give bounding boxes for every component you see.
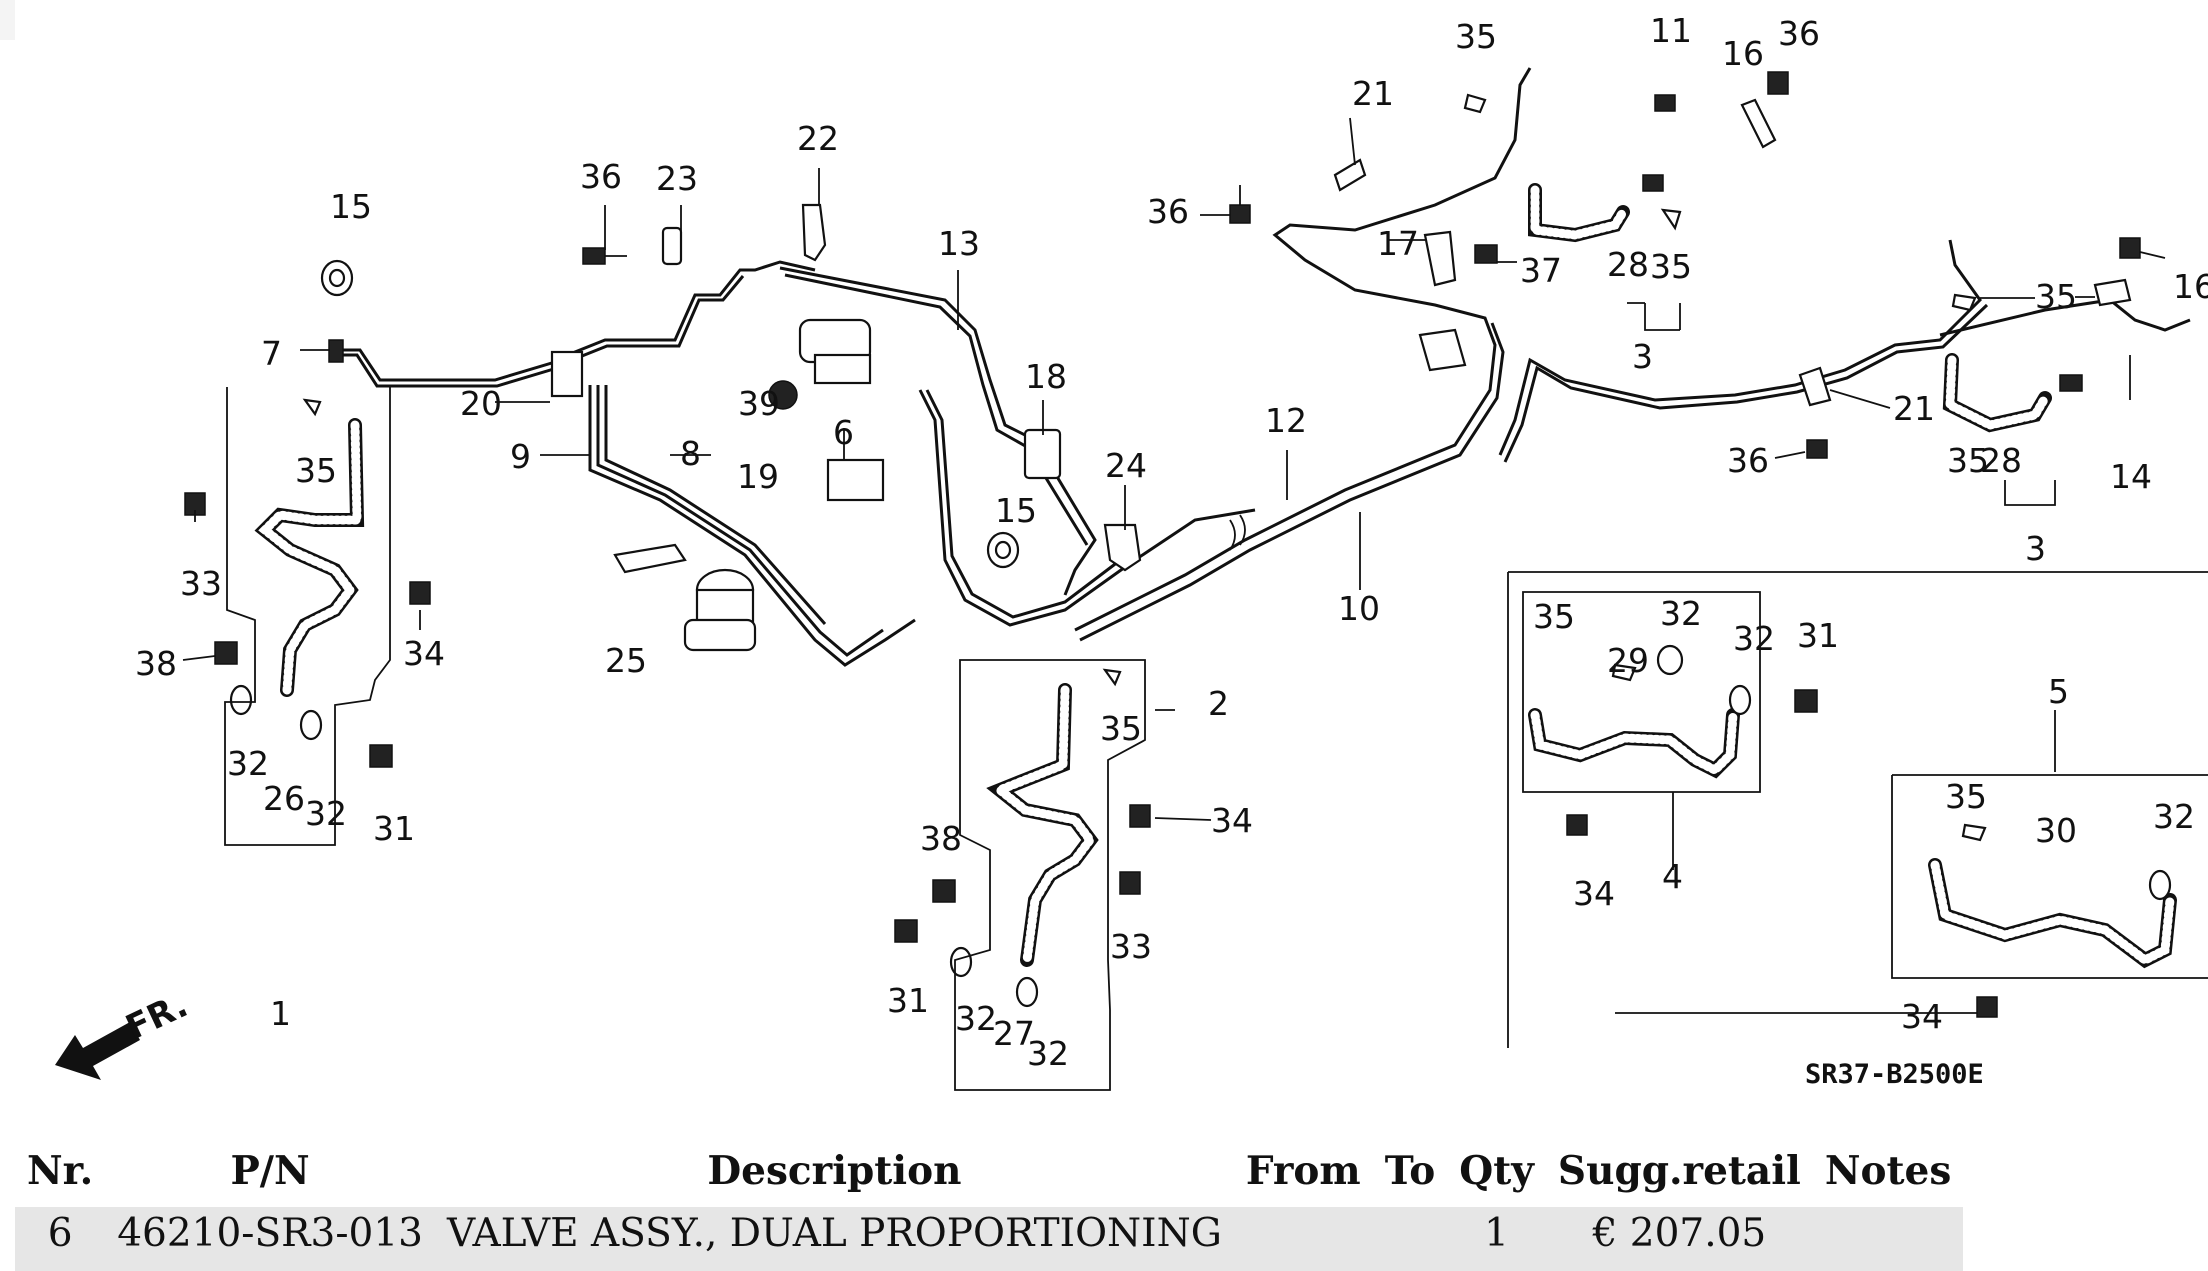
callout-number[interactable]: 22: [797, 119, 839, 158]
cell-nr: 6: [15, 1207, 106, 1271]
callout-number[interactable]: 31: [887, 981, 929, 1020]
cell-qty: 1: [1447, 1207, 1546, 1271]
callout-number[interactable]: 34: [1211, 801, 1253, 840]
callout-number[interactable]: 35: [1947, 441, 1989, 480]
callout-number[interactable]: 35: [1945, 777, 1987, 816]
callout-number[interactable]: 16: [1722, 34, 1764, 73]
cell-notes: [1812, 1207, 1964, 1271]
col-pn-header[interactable]: P/N: [230, 1148, 310, 1194]
callout-number[interactable]: 6: [833, 413, 854, 452]
callout-number[interactable]: 35: [295, 451, 337, 490]
parts-diagram: FR. SR37-B2500E 1 2 3 3 4 5 6 7 8 9 10 1…: [15, 0, 2208, 1110]
callout-number[interactable]: 32: [227, 744, 269, 783]
callout-number[interactable]: 35: [1650, 247, 1692, 286]
callout-number[interactable]: 34: [1901, 997, 1943, 1036]
callout-number[interactable]: 34: [403, 634, 445, 673]
callout-number[interactable]: 29: [1607, 641, 1649, 680]
callout-number[interactable]: 32: [1660, 594, 1702, 633]
callout-number[interactable]: 3: [1632, 337, 1653, 376]
callout-number[interactable]: 17: [1377, 224, 1419, 263]
callout-number[interactable]: 35: [1100, 709, 1142, 748]
parts-shapes: [184, 71, 2177, 1018]
callout-number[interactable]: 36: [1727, 441, 1769, 480]
diagram-code: SR37-B2500E: [1805, 1059, 1984, 1090]
callout-number[interactable]: 14: [2110, 457, 2152, 496]
table-row[interactable]: 6 46210-SR3-013 VALVE ASSY., DUAL PROPOR…: [15, 1207, 1964, 1271]
table-header-row: Nr. P/N Description From To Qty Sugg.ret…: [15, 1135, 1963, 1207]
callout-number[interactable]: 33: [180, 564, 222, 603]
callout-number[interactable]: 1: [270, 994, 291, 1033]
callout-number[interactable]: 36: [580, 157, 622, 196]
col-qty-header[interactable]: Qty: [1459, 1148, 1534, 1194]
callout-number[interactable]: 10: [1338, 589, 1380, 628]
callout-number[interactable]: 39: [738, 384, 780, 423]
cell-from: [1233, 1207, 1373, 1271]
callout-number[interactable]: 32: [955, 999, 997, 1038]
parts-table: Nr. P/N Description From To Qty Sugg.ret…: [15, 1135, 1964, 1271]
col-description-header[interactable]: Description: [707, 1148, 962, 1194]
callout-number[interactable]: 19: [737, 457, 779, 496]
callout-number[interactable]: 15: [330, 187, 372, 226]
callout-number[interactable]: 21: [1352, 74, 1394, 113]
callout-number[interactable]: 20: [460, 384, 502, 423]
callout-number[interactable]: 26: [263, 779, 305, 818]
callout-number[interactable]: 25: [605, 641, 647, 680]
callout-labels: 1 2 3 3 4 5 6 7 8 9 10 11 12 13 14 15 15…: [135, 11, 2208, 1073]
cell-to: [1372, 1207, 1448, 1271]
callout-number[interactable]: 23: [656, 159, 698, 198]
callout-number[interactable]: 3: [2025, 529, 2046, 568]
col-from-header[interactable]: From: [1245, 1148, 1361, 1194]
col-price-header[interactable]: Sugg.retail: [1557, 1148, 1801, 1194]
cell-description: VALVE ASSY., DUAL PROPORTIONING: [434, 1207, 1234, 1271]
callout-number[interactable]: 27: [993, 1014, 1035, 1053]
callout-number[interactable]: 9: [510, 437, 531, 476]
callout-number[interactable]: 31: [1797, 616, 1839, 655]
callout-number[interactable]: 38: [135, 644, 177, 683]
callout-number[interactable]: 33: [1110, 927, 1152, 966]
callout-number[interactable]: 12: [1265, 401, 1307, 440]
callout-number[interactable]: 32: [1027, 1034, 1069, 1073]
callout-number[interactable]: 32: [1733, 619, 1775, 658]
callout-number[interactable]: 31: [373, 809, 415, 848]
callout-number[interactable]: 21: [1893, 389, 1935, 428]
leader-lines: [182, 117, 2166, 1014]
callout-number[interactable]: 32: [2153, 797, 2195, 836]
callout-number[interactable]: 32: [305, 794, 347, 833]
callout-number[interactable]: 16: [2173, 267, 2208, 306]
callout-number[interactable]: 13: [938, 224, 980, 263]
callout-number[interactable]: 4: [1662, 857, 1683, 896]
callout-number[interactable]: 36: [1778, 14, 1820, 53]
callout-number[interactable]: 38: [920, 819, 962, 858]
callout-number[interactable]: 35: [1455, 17, 1497, 56]
callout-number[interactable]: 24: [1105, 446, 1147, 485]
callout-number[interactable]: 5: [2048, 672, 2069, 711]
callout-number[interactable]: 7: [261, 334, 282, 373]
callout-number[interactable]: 35: [1533, 597, 1575, 636]
cell-pn[interactable]: 46210-SR3-013: [105, 1207, 435, 1271]
callout-number[interactable]: 11: [1650, 11, 1692, 50]
col-nr-header[interactable]: Nr.: [27, 1148, 94, 1194]
brake-line-diagram: FR. SR37-B2500E 1 2 3 3 4 5 6 7 8 9 10 1…: [55, 11, 2208, 1091]
col-to-header[interactable]: To: [1384, 1148, 1436, 1194]
group-brackets: [224, 302, 2208, 1091]
cell-price: € 207.05: [1545, 1207, 1813, 1271]
callout-number[interactable]: 18: [1025, 357, 1067, 396]
callout-number[interactable]: 2: [1208, 684, 1229, 723]
callout-number[interactable]: 8: [680, 434, 701, 473]
callout-number[interactable]: 30: [2035, 811, 2077, 850]
front-direction-arrow: FR.: [55, 985, 194, 1080]
callout-number[interactable]: 15: [995, 491, 1037, 530]
callout-number[interactable]: 35: [2035, 277, 2077, 316]
callout-number[interactable]: 37: [1520, 251, 1562, 290]
callout-number[interactable]: 28: [1607, 245, 1649, 284]
callout-number[interactable]: 28: [1980, 441, 2022, 480]
col-notes-header[interactable]: Notes: [1824, 1148, 1952, 1194]
callout-number[interactable]: 34: [1573, 874, 1615, 913]
callout-number[interactable]: 36: [1147, 192, 1189, 231]
